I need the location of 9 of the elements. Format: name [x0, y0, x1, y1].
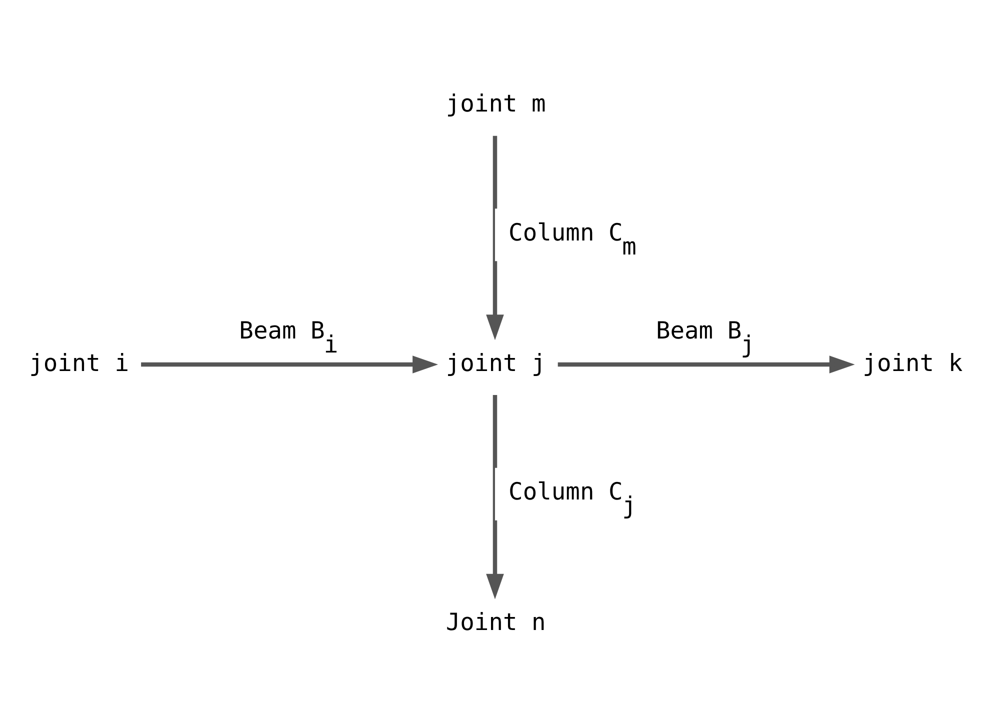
arrow — [486, 135, 504, 340]
node-text: joint m — [446, 89, 546, 118]
arrow — [141, 355, 438, 373]
node-text: Joint n — [446, 607, 546, 636]
node-text: joint i — [29, 348, 130, 376]
arrow — [558, 355, 855, 373]
node-text: joint j — [446, 348, 546, 376]
arrow — [486, 394, 504, 599]
node-text: joint k — [862, 348, 963, 376]
